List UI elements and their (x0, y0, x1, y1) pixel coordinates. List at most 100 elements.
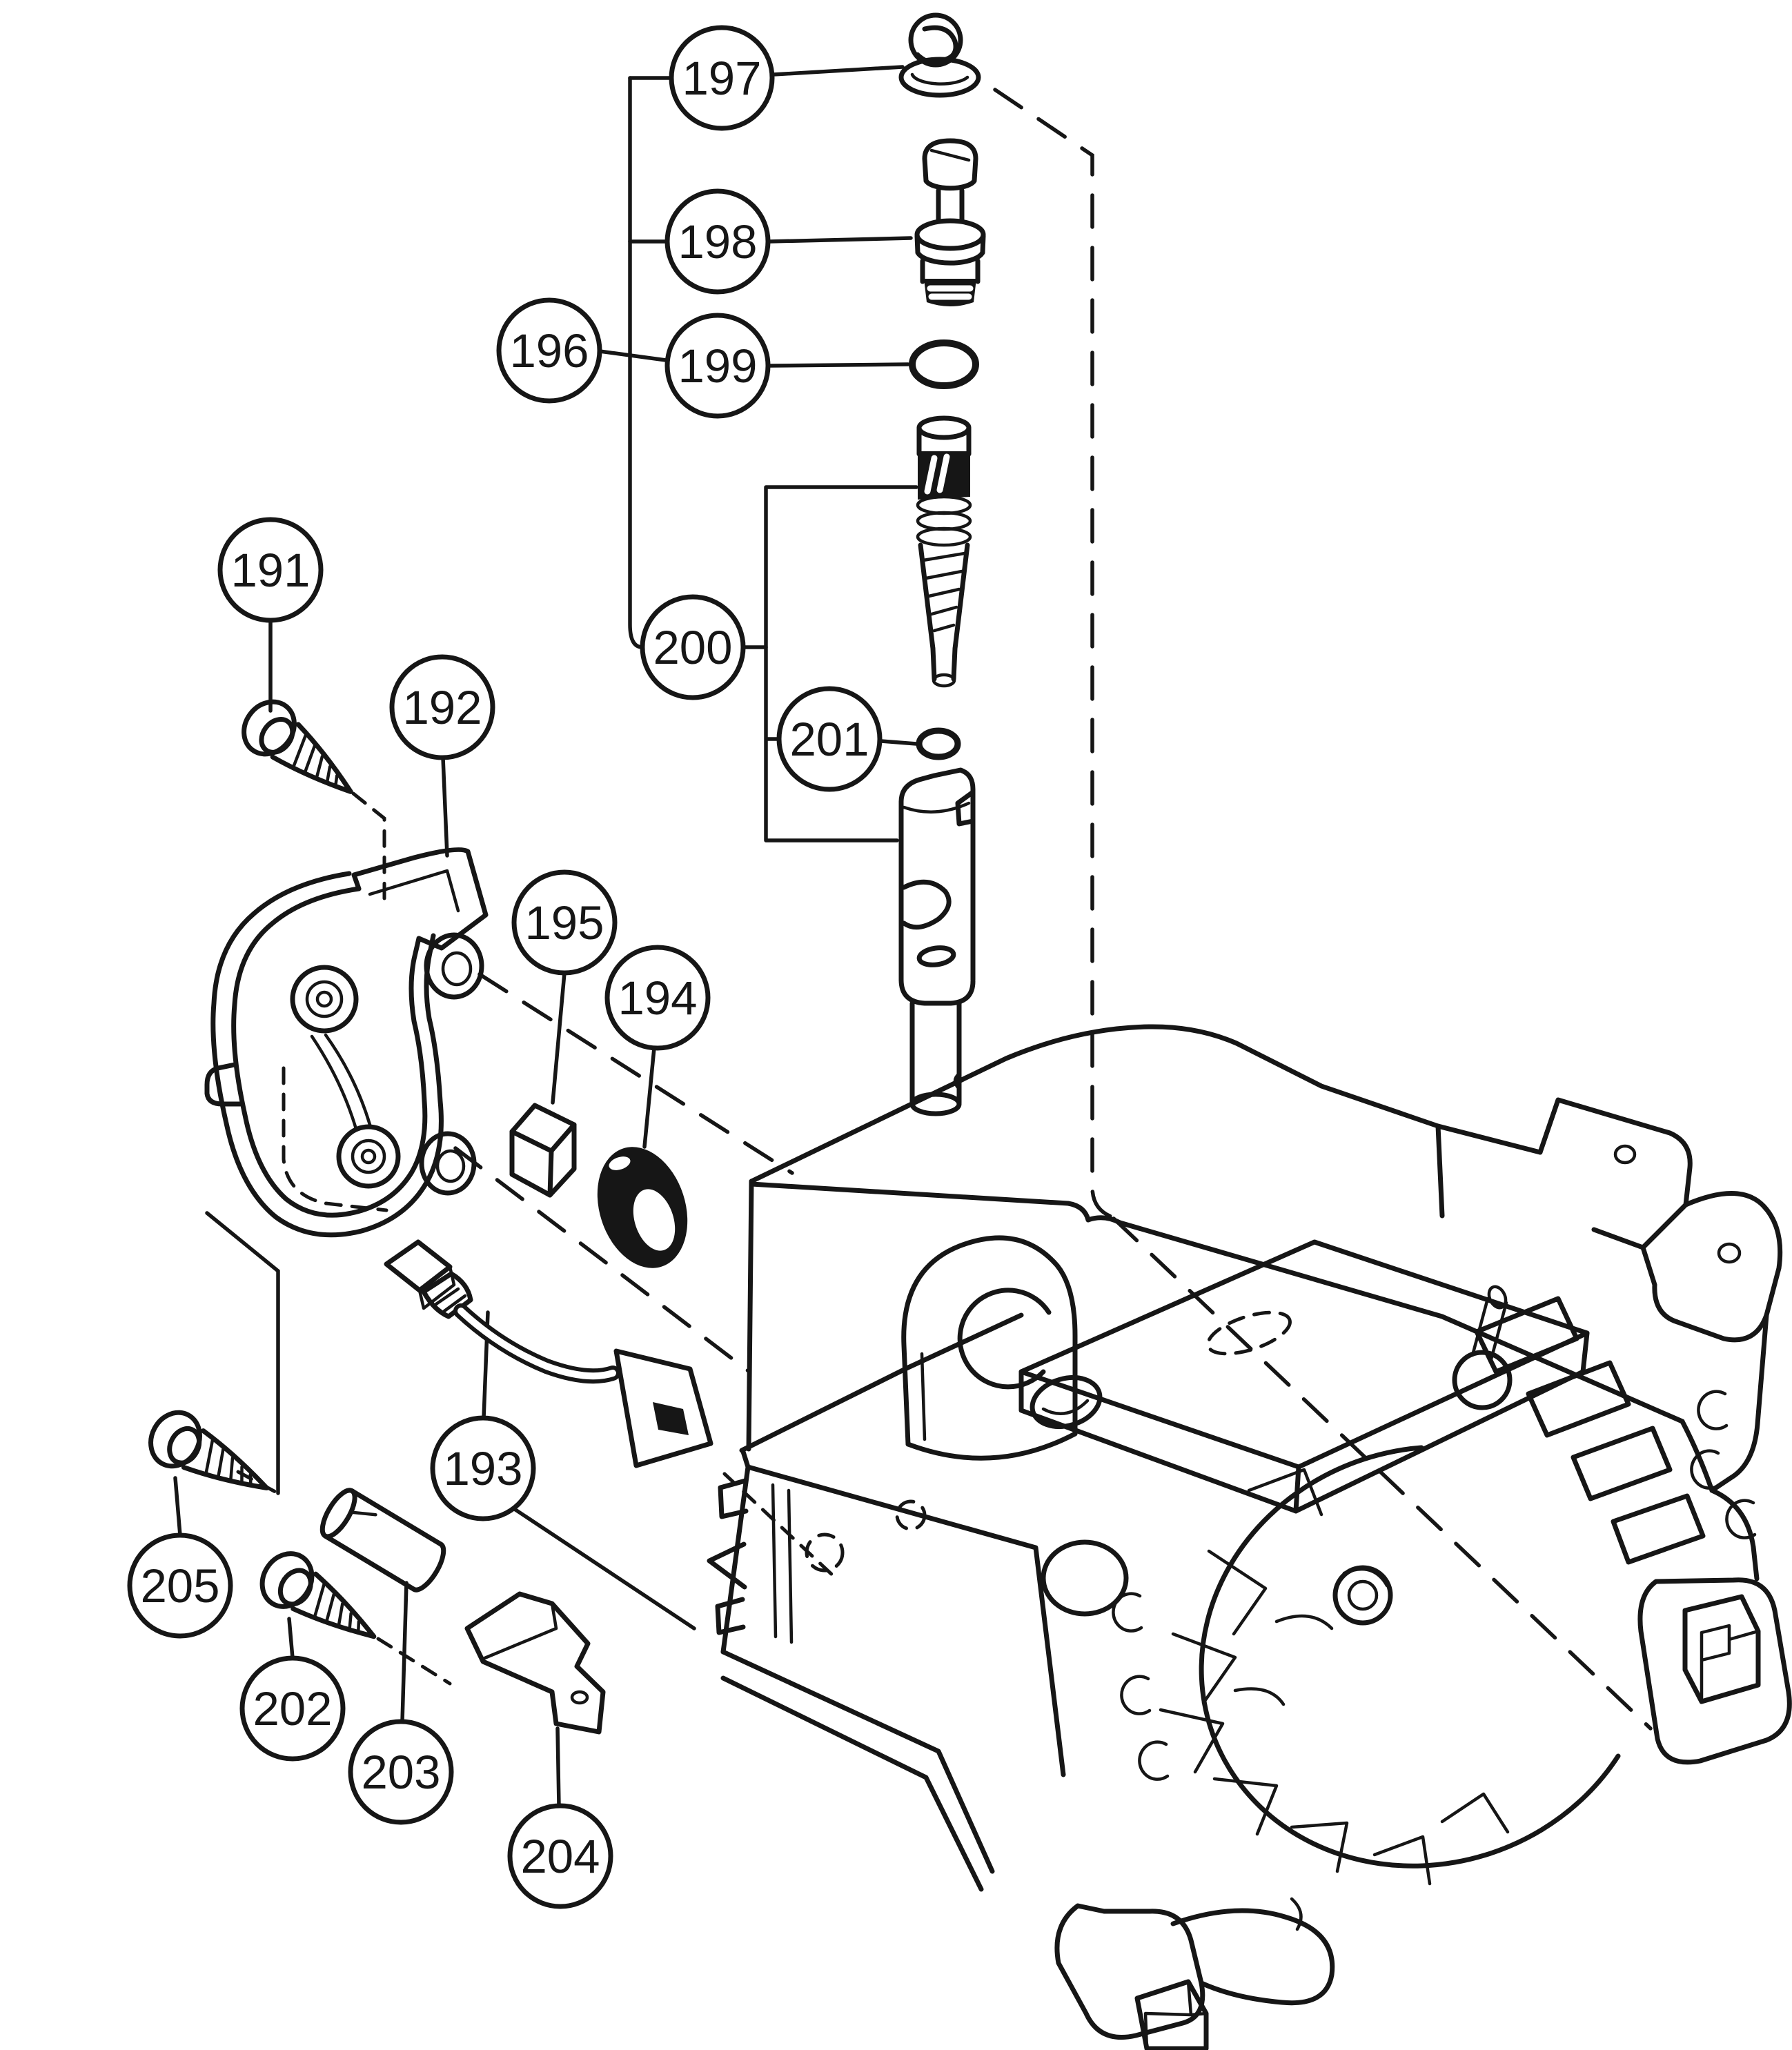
callout-circle (239, 1655, 346, 1762)
callout-layer: 191 192 193 194 195 196 197 198 199 200 201 202 203 2… (127, 25, 883, 1909)
callout-circle (389, 654, 495, 760)
callout-circle (217, 517, 324, 623)
flywheel-fins-upper (1474, 1296, 1706, 1565)
callout-label: 199 (678, 339, 757, 393)
leader-204 (555, 1726, 561, 1808)
part-200-plunger (898, 767, 976, 1116)
callout-192: 192 (389, 654, 495, 760)
cover-boss-lower (336, 1124, 401, 1189)
callout-201: 201 (776, 686, 883, 792)
callout-label: 198 (678, 215, 757, 268)
callout-198: 198 (664, 188, 771, 295)
leader-197-right (771, 65, 905, 77)
callout-199: 199 (664, 313, 771, 419)
cover-top-arm (351, 847, 489, 951)
callout-label: 191 (230, 544, 310, 597)
callout-label: 194 (618, 972, 697, 1025)
leader-192 (441, 756, 449, 858)
part-198-valve (914, 138, 986, 306)
callout-193: 193 (430, 1415, 536, 1521)
centerline-191 (351, 791, 386, 900)
engine-body (707, 1024, 1792, 2050)
callout-circle (348, 1719, 454, 1825)
part-194-grommet (597, 1147, 688, 1268)
leader-194 (642, 1046, 656, 1149)
callout-200: 200 (640, 594, 746, 700)
part-204-bracket (464, 1591, 606, 1735)
leader-205 (173, 1476, 182, 1537)
engine-tab-upper (1537, 1097, 1693, 1250)
callout-circle (511, 869, 618, 976)
callout-circle (604, 945, 711, 1051)
callout-circle (640, 594, 746, 700)
callout-label: 196 (509, 324, 589, 377)
cover-bushing-upper (424, 932, 484, 1000)
part-192-cover (204, 847, 489, 1238)
callout-label: 203 (361, 1746, 440, 1799)
part-191-screw (234, 692, 368, 814)
leader-203 (400, 1581, 408, 1724)
centerline-through-engine (1112, 1216, 1653, 1731)
callout-205: 205 (127, 1532, 233, 1639)
centerline-197-engine (993, 88, 1113, 1219)
centerline-195 (477, 972, 794, 1175)
callout-label: 192 (402, 681, 482, 734)
callout-label: 204 (520, 1830, 600, 1883)
callout-label: 193 (443, 1442, 522, 1495)
cover-bushing-lower (419, 1131, 477, 1196)
flywheel (1159, 1296, 1706, 1886)
centerline-205 (236, 1470, 277, 1494)
platform-screw-hole (1030, 1375, 1103, 1429)
callout-circle (430, 1415, 536, 1521)
tab-hole-upper (1613, 1144, 1637, 1165)
callout-195: 195 (511, 869, 618, 976)
part-195-block (509, 1103, 577, 1198)
leader-199-left (598, 349, 668, 362)
part-201-oring (916, 727, 961, 760)
part-205-screw (141, 1404, 279, 1512)
leader-202 (287, 1617, 295, 1660)
callout-label: 195 (524, 896, 604, 949)
callout-circle (776, 686, 883, 792)
engine-foot-left (1054, 1897, 1335, 2050)
callout-194: 194 (604, 945, 711, 1051)
callout-202: 202 (239, 1655, 346, 1762)
flywheel-fins (1159, 1468, 1510, 1886)
callout-circle (664, 188, 771, 295)
engine-tab-lower (1640, 1191, 1783, 1343)
callout-circle (664, 313, 771, 419)
engine-knob (1452, 1350, 1513, 1410)
part-200-metering-rod (916, 415, 972, 688)
part-193-wire (384, 1239, 713, 1468)
callout-196: 196 (496, 297, 602, 404)
leader-193-engine (511, 1506, 696, 1630)
callout-label: 205 (140, 1559, 219, 1613)
leader-199-right (767, 362, 910, 368)
callout-label: 197 (682, 52, 761, 105)
cover-boss-upper (290, 965, 359, 1034)
centerline-194 (453, 1146, 751, 1374)
callout-191: 191 (217, 517, 324, 623)
tree-trunk-line (628, 76, 644, 649)
engine-left-face (707, 1449, 1129, 1892)
part-197-cap (898, 12, 981, 98)
engine-foot-right (1637, 1577, 1792, 1765)
callout-circle (669, 25, 775, 131)
cover-left-tab (204, 1062, 243, 1107)
leader-lines (173, 65, 918, 1808)
tab-hole-lower (1717, 1242, 1742, 1264)
callout-circle (127, 1532, 233, 1639)
callout-circle (507, 1803, 613, 1909)
callout-label: 200 (653, 621, 732, 674)
parts (141, 12, 986, 1735)
part-203-pin (319, 1488, 446, 1593)
centerline-202 (376, 1637, 452, 1686)
callout-label: 201 (789, 713, 869, 766)
engine-lug (901, 1235, 1078, 1461)
wire-terminal-plate (613, 1348, 713, 1468)
flywheel-hub (1332, 1565, 1393, 1626)
callout-203: 203 (348, 1719, 454, 1825)
callout-204: 204 (507, 1803, 613, 1909)
